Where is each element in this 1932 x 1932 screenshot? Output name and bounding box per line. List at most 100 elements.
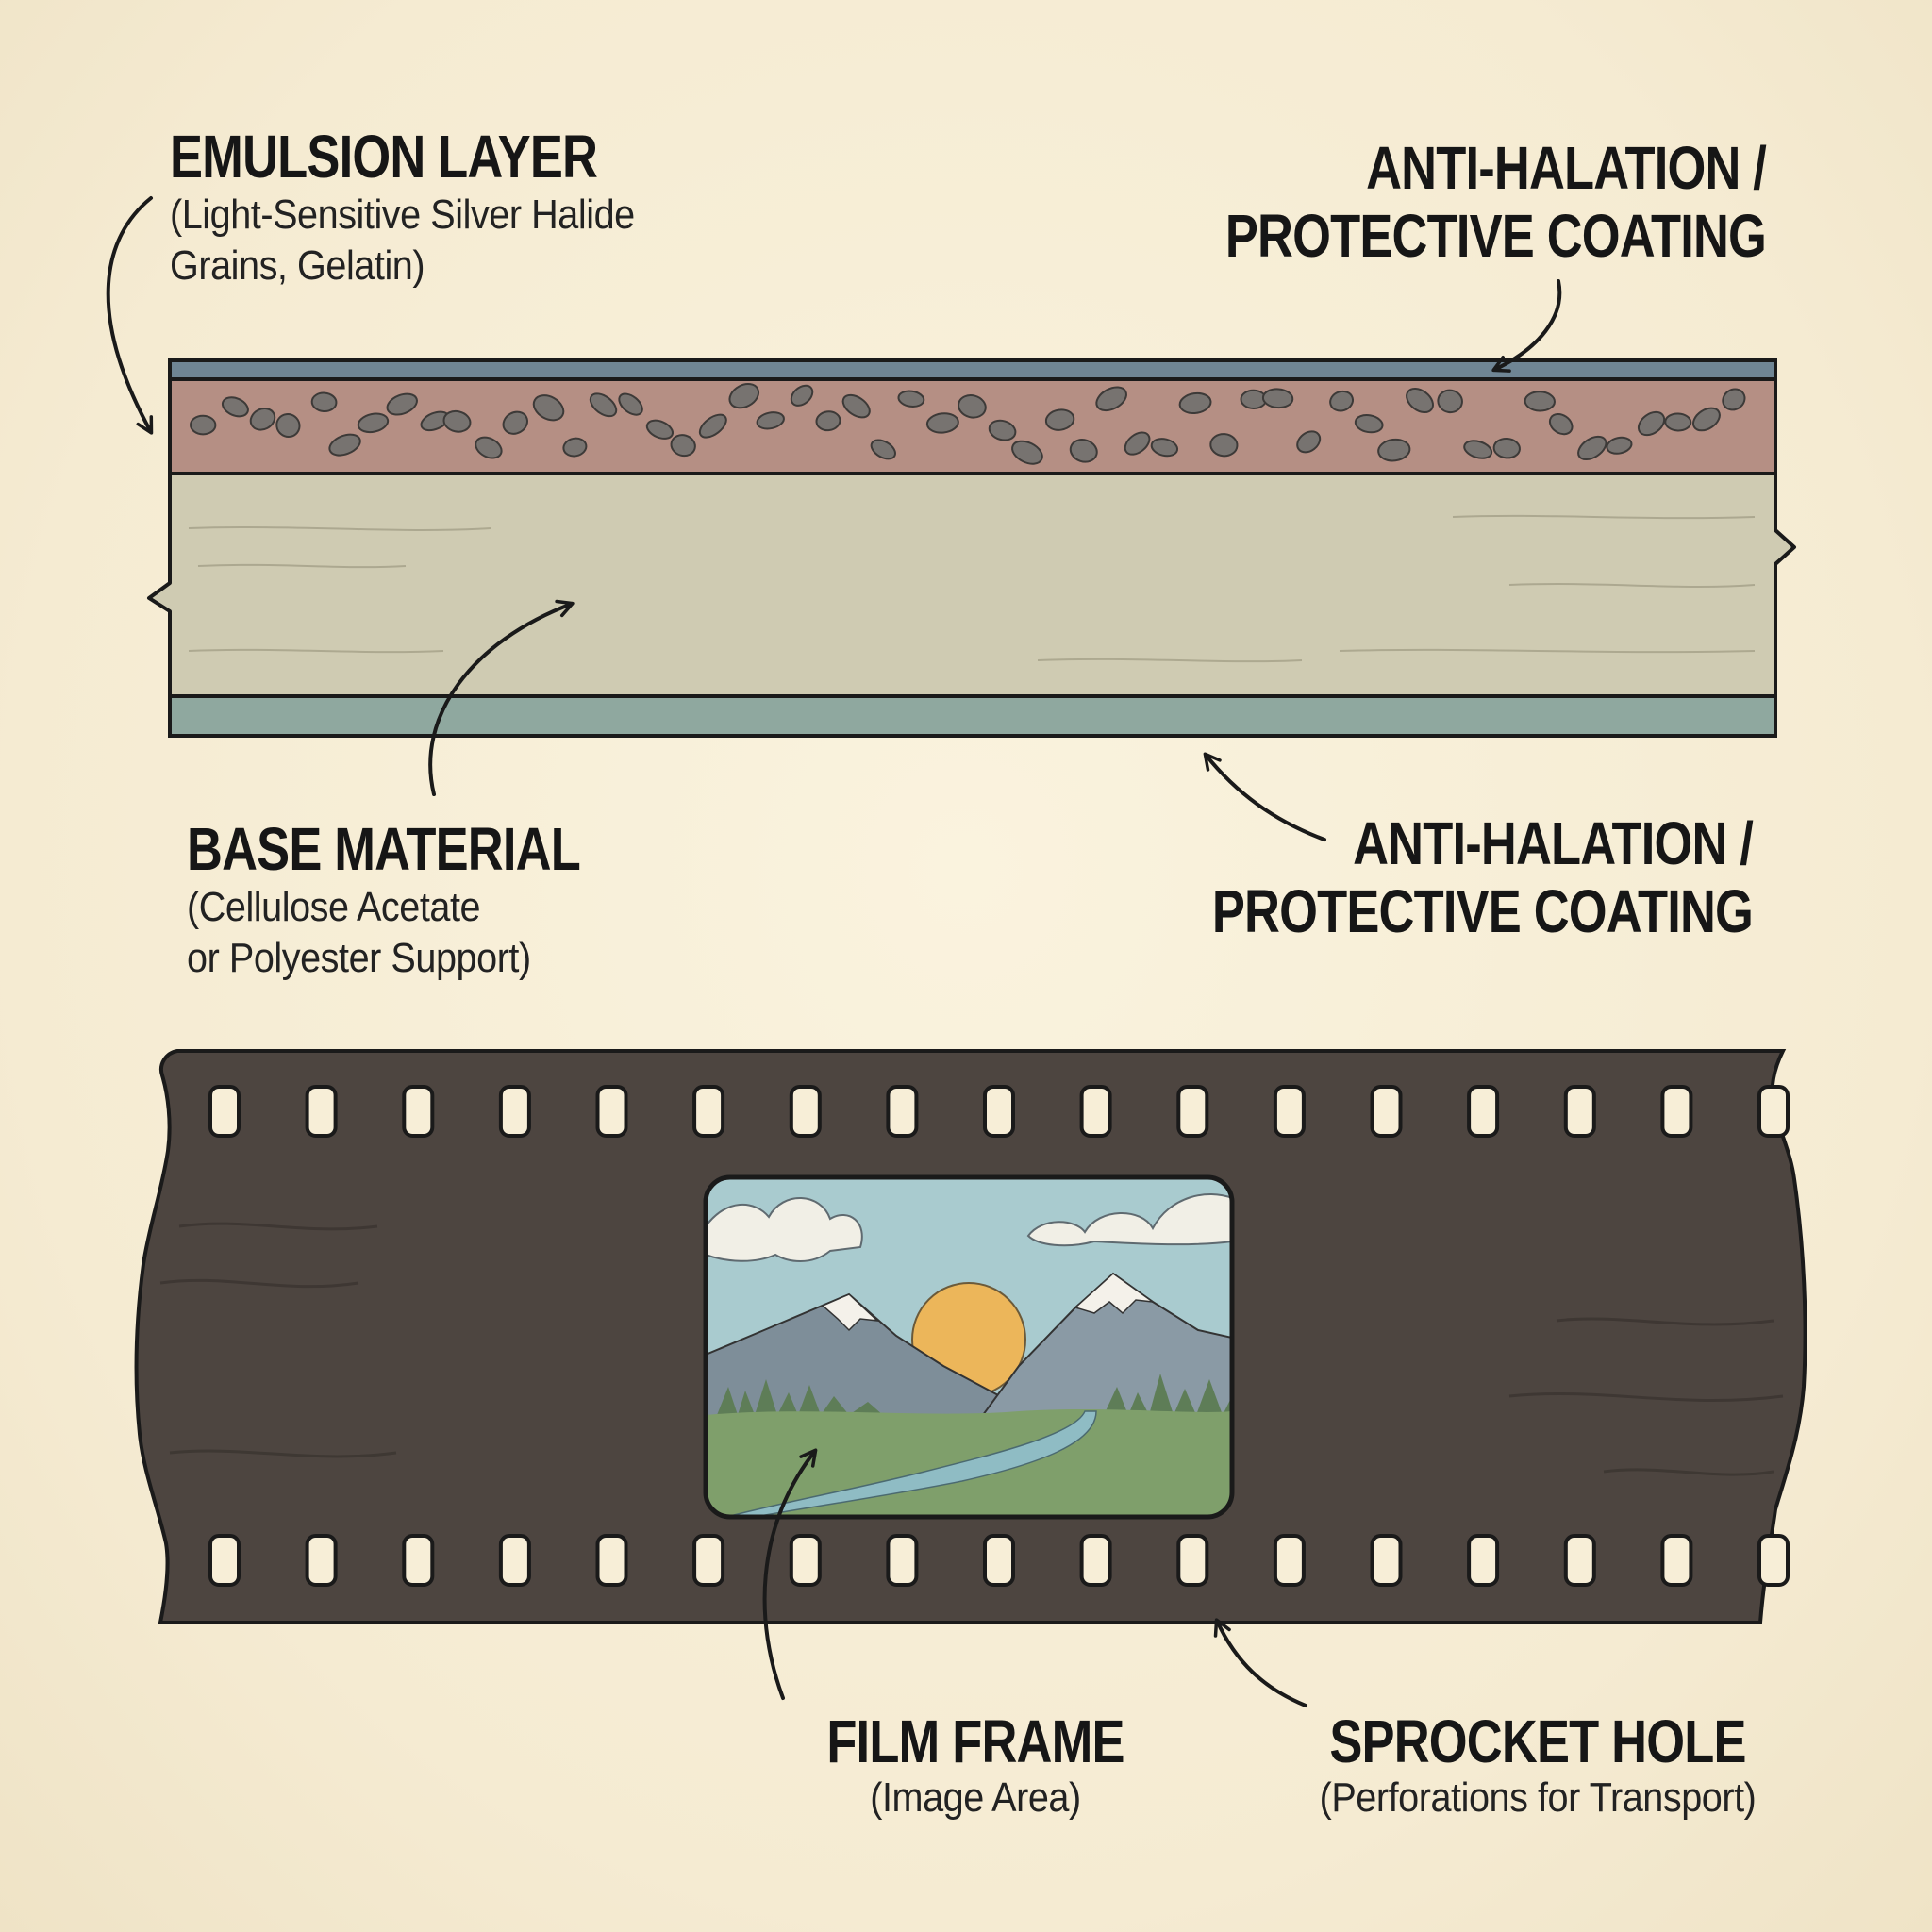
sprocket-hole bbox=[595, 1085, 628, 1138]
sprocket-holes-bottom-row bbox=[208, 1534, 1790, 1587]
sprocket-hole bbox=[1660, 1085, 1693, 1138]
silver-halide-grain bbox=[790, 384, 814, 407]
silver-halide-grain bbox=[502, 410, 528, 435]
silver-halide-grain bbox=[645, 419, 675, 440]
sprocket-hole-desc: (Perforations for Transport) bbox=[1319, 1774, 1757, 1821]
frame-snow-left bbox=[821, 1293, 880, 1332]
emulsion-arrow bbox=[106, 196, 154, 435]
silver-halide-grain bbox=[1524, 391, 1556, 412]
silver-halide-grain bbox=[1354, 414, 1384, 434]
sprocket-hole bbox=[1563, 1534, 1596, 1587]
film-frame-label: FILM FRAME (Image Area) bbox=[787, 1711, 1164, 1819]
top-coating-layer bbox=[168, 358, 1777, 381]
film-frame bbox=[703, 1174, 1235, 1520]
emulsion-layer-label: EMULSION LAYER (Light-Sensitive Silver H… bbox=[170, 126, 691, 287]
sprocket-hole bbox=[1176, 1534, 1209, 1587]
silver-halide-grain bbox=[1329, 390, 1355, 412]
base-material-desc-line-1: (Cellulose Acetate bbox=[187, 884, 481, 930]
sprocket-hole bbox=[305, 1534, 338, 1587]
sprocket-hole bbox=[208, 1085, 241, 1138]
bottom-coating-arrow bbox=[1203, 752, 1326, 841]
frame-river bbox=[725, 1410, 1097, 1517]
silver-halide-grain bbox=[190, 414, 217, 436]
sprocket-hole bbox=[789, 1085, 822, 1138]
silver-halide-grain bbox=[442, 409, 472, 433]
silver-halide-grain bbox=[815, 410, 841, 432]
silver-halide-grain bbox=[1692, 407, 1721, 432]
top-coating-line-2: PROTECTIVE COATING bbox=[1224, 202, 1767, 270]
silver-halide-grain bbox=[1095, 386, 1127, 412]
sprocket-hole bbox=[402, 1534, 435, 1587]
silver-halide-grain bbox=[1606, 436, 1633, 455]
silver-halide-grain bbox=[328, 433, 361, 457]
sprocket-hole bbox=[595, 1534, 628, 1587]
sprocket-hole bbox=[402, 1085, 435, 1138]
silver-halide-grain bbox=[841, 393, 871, 419]
base-material-layer bbox=[147, 472, 1796, 700]
sprocket-hole bbox=[1370, 1085, 1403, 1138]
film-cross-section bbox=[147, 358, 1796, 738]
silver-halide-grain bbox=[988, 419, 1017, 441]
sprocket-hole bbox=[692, 1534, 725, 1587]
sprocket-hole bbox=[886, 1085, 919, 1138]
sprocket-hole bbox=[1079, 1085, 1112, 1138]
base-material-title: BASE MATERIAL bbox=[187, 815, 581, 883]
silver-halide-grain bbox=[1011, 440, 1043, 465]
sprocket-hole bbox=[1273, 1085, 1306, 1138]
bottom-coating-layer bbox=[168, 694, 1777, 738]
sprocket-hole bbox=[498, 1085, 531, 1138]
silver-halide-grain bbox=[1406, 387, 1434, 414]
sprocket-holes-top-row bbox=[208, 1085, 1790, 1138]
film-frame-border bbox=[703, 1174, 1235, 1520]
frame-snow-right bbox=[1074, 1273, 1156, 1315]
sprocket-hole bbox=[983, 1534, 1015, 1587]
silver-halide-grain bbox=[1637, 410, 1666, 437]
silver-halide-grain bbox=[249, 408, 276, 431]
sprocket-hole bbox=[305, 1085, 338, 1138]
silver-halide-grain bbox=[1261, 388, 1294, 409]
silver-halide-grain bbox=[1463, 440, 1493, 459]
silver-halide-grain bbox=[618, 392, 643, 416]
silver-halide-grain bbox=[728, 383, 760, 409]
silver-halide-grain bbox=[1150, 438, 1179, 458]
silver-halide-grain bbox=[221, 396, 249, 418]
silver-halide-grain bbox=[1577, 435, 1607, 461]
leader-arrows bbox=[106, 196, 1562, 1707]
silver-halide-grain bbox=[698, 413, 727, 439]
sprocket-hole bbox=[1467, 1534, 1500, 1587]
silver-halide-grain bbox=[1664, 412, 1692, 432]
film-strip-texture bbox=[159, 1222, 1784, 1476]
bottom-coating-line-1: ANTI-HALATION / bbox=[1353, 809, 1754, 877]
top-coating-arrow bbox=[1491, 279, 1562, 373]
sprocket-hole-arrow bbox=[1213, 1618, 1307, 1707]
silver-halide-grain bbox=[756, 411, 785, 430]
bottom-coating-line-2: PROTECTIVE COATING bbox=[1211, 877, 1754, 945]
sprocket-hole bbox=[1176, 1085, 1209, 1138]
top-coating-line-1: ANTI-HALATION / bbox=[1366, 134, 1767, 202]
sprocket-hole bbox=[1079, 1534, 1112, 1587]
sprocket-hole bbox=[208, 1534, 241, 1587]
silver-halide-grain bbox=[1044, 408, 1075, 431]
sprocket-hole bbox=[886, 1534, 919, 1587]
sprocket-hole bbox=[1370, 1534, 1403, 1587]
silver-halide-grain bbox=[1437, 389, 1463, 414]
silver-halide-grain bbox=[532, 394, 565, 422]
silver-halide-grain bbox=[589, 392, 618, 418]
base-texture bbox=[188, 514, 1756, 663]
silver-halide-grain bbox=[562, 437, 588, 458]
sprocket-hole bbox=[498, 1534, 531, 1587]
silver-halide-grain bbox=[275, 413, 301, 439]
silver-halide-grain bbox=[1722, 388, 1746, 411]
silver-halide-grain bbox=[897, 390, 925, 408]
base-material-arrow bbox=[428, 599, 575, 796]
silver-halide-grain bbox=[1492, 437, 1521, 459]
silver-halide-grain bbox=[1296, 430, 1322, 454]
sprocket-hole bbox=[1757, 1534, 1790, 1587]
silver-halide-grain bbox=[958, 394, 987, 419]
frame-cloud-right bbox=[1026, 1192, 1232, 1247]
silver-halide-grain bbox=[925, 412, 959, 434]
silver-halide-grain bbox=[475, 436, 503, 459]
silver-halide-grain bbox=[1178, 391, 1212, 415]
bottom-coating-label: ANTI-HALATION / PROTECTIVE COATING bbox=[1093, 809, 1754, 945]
